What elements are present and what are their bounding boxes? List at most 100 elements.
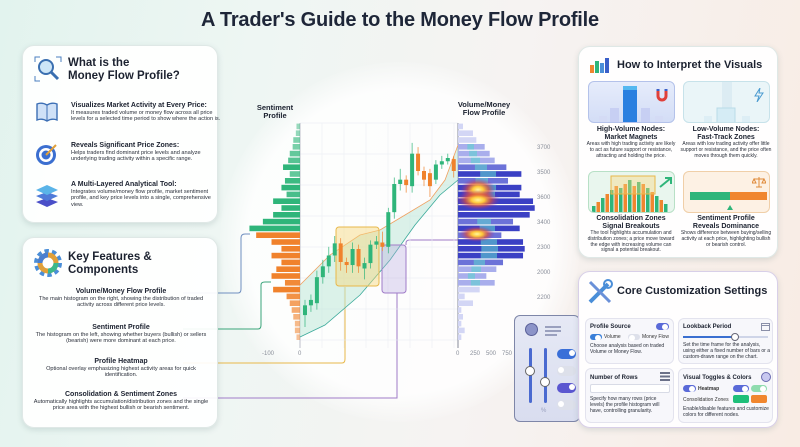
- mixer-toggle-2[interactable]: [557, 366, 576, 376]
- knob[interactable]: [525, 323, 538, 336]
- interpret-card: How to Interpret the Visuals High-Volume…: [578, 46, 778, 258]
- calendar-icon[interactable]: [761, 322, 770, 331]
- sentiment-bar: [286, 293, 300, 300]
- profile-source-title: Profile Source: [590, 324, 631, 330]
- price-tick-label: 3700: [537, 145, 551, 151]
- slider-handle[interactable]: [540, 377, 550, 387]
- volume-bar: [458, 327, 465, 334]
- volume-bar-segment: [474, 164, 488, 170]
- magnifier-icon: [34, 56, 62, 82]
- mini-bar: [632, 186, 636, 212]
- connector-volume: [183, 233, 250, 294]
- profile-source-toggle[interactable]: [656, 323, 669, 330]
- candle-body: [416, 153, 421, 171]
- book-icon: [36, 102, 58, 122]
- volume-bar-segment: [467, 273, 476, 279]
- volume-bar-segment: [480, 171, 497, 177]
- candle-body: [433, 164, 438, 180]
- sentiment-bar: [281, 246, 300, 252]
- price-tick-label: 3500: [537, 170, 551, 176]
- sentiment-tick-label: -100: [262, 351, 275, 357]
- candle-body: [451, 159, 456, 171]
- lookback-handle[interactable]: [731, 333, 739, 341]
- volume-tick-label: 750: [502, 351, 513, 357]
- sentiment-bar: [249, 225, 300, 232]
- slider-handle[interactable]: [525, 366, 535, 376]
- sentiment-bar: [294, 327, 300, 334]
- lightning-icon: [754, 88, 764, 102]
- mixer-toggle-3[interactable]: [557, 383, 576, 393]
- candle-body: [410, 153, 415, 187]
- volume-radio[interactable]: [590, 334, 602, 341]
- volume-bar-segment: [480, 239, 498, 245]
- mini-bar: [619, 188, 623, 212]
- sentiment-bar: [293, 314, 300, 320]
- bar-chart-icon: [590, 58, 609, 73]
- vertical-slider-2[interactable]: [540, 348, 550, 403]
- zones-label: Consolidation Zones: [683, 397, 729, 403]
- mixer-toggle-1[interactable]: [557, 349, 576, 359]
- volume-tick-label: 0: [456, 351, 460, 357]
- candle-body: [439, 161, 444, 165]
- mini-bar: [610, 190, 614, 212]
- sentiment-bar: [283, 164, 300, 170]
- rows-input[interactable]: [590, 384, 670, 393]
- candle-body: [338, 243, 343, 262]
- mixer-toggle-4[interactable]: [557, 400, 576, 410]
- mini-bar: [641, 184, 645, 212]
- gear-icon: [34, 249, 62, 277]
- mini-bar: [623, 184, 627, 212]
- volume-bar-segment: [467, 144, 475, 150]
- volume-bar: [458, 137, 477, 143]
- color-toggle-2[interactable]: [751, 385, 767, 392]
- volume-bar: [458, 205, 535, 211]
- sentiment-bar: [293, 137, 300, 143]
- heatmap-hotspot: [459, 226, 495, 242]
- what-is-item: Visualizes Market Activity at Every Pric…: [71, 102, 221, 123]
- palette-icon[interactable]: [761, 372, 771, 382]
- menu-line: [545, 334, 557, 336]
- heatmap-toggle[interactable]: [683, 385, 696, 392]
- vertical-slider-1[interactable]: [525, 348, 535, 403]
- list-icon: [660, 372, 670, 381]
- color-toggle-1[interactable]: [733, 385, 749, 392]
- sentiment-bar: [273, 198, 300, 204]
- candle-body: [427, 173, 432, 187]
- consolidation-tile: [588, 171, 675, 213]
- bear-color-swatch[interactable]: [751, 395, 767, 403]
- sentiment-bar: [271, 239, 300, 245]
- sentiment-bar: [273, 212, 300, 218]
- sentiment-bar: [276, 266, 300, 272]
- volume-bar: [458, 300, 474, 306]
- sentiment-bar: [256, 232, 300, 238]
- sentiment-bar: [271, 252, 300, 259]
- mini-bar: [601, 198, 605, 212]
- connector-sentiment: [183, 281, 271, 330]
- mini-bar: [605, 194, 609, 212]
- volume-bar: [458, 334, 462, 340]
- lookback-desc: Set the time frame for the analysis, usi…: [683, 342, 770, 360]
- bull-color-swatch[interactable]: [733, 395, 749, 403]
- candle-body: [404, 179, 409, 186]
- mini-bar: [659, 200, 663, 212]
- money-flow-radio[interactable]: [628, 334, 640, 341]
- volume-bar: [458, 212, 530, 218]
- volume-bar: [458, 286, 480, 293]
- mini-bar: [637, 182, 641, 212]
- sentiment-bar: [289, 150, 300, 157]
- candle-body: [445, 158, 450, 162]
- sentiment-bar: [281, 205, 300, 211]
- lower-band-line: [299, 179, 459, 338]
- sentiment-bar: [284, 280, 300, 286]
- arrow-up-right-icon: [659, 177, 672, 188]
- price-tick-label: 2200: [537, 295, 551, 301]
- sentiment-bar: [291, 307, 300, 313]
- lookback-slider[interactable]: [683, 333, 768, 341]
- price-tick-label: 2000: [537, 270, 551, 276]
